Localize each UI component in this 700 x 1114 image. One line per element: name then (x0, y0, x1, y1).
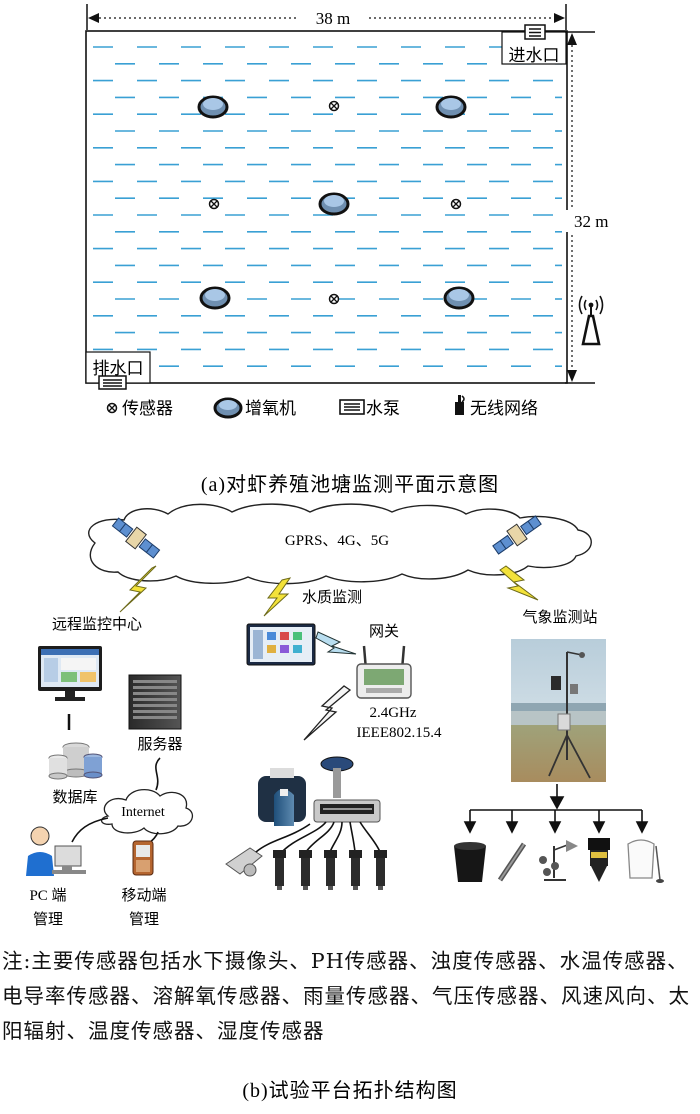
mobile-label-line1: 移动端 (121, 887, 166, 904)
mobile-label-line2: 管理 (129, 911, 159, 928)
server-rack-icon (128, 674, 182, 730)
sensor-note: 注:主要传感器包括水下摄像头、PH传感器、浊度传感器、水温传感器、电导率传感器、… (2, 949, 690, 1043)
cables (279, 821, 381, 855)
wireless-icon (455, 395, 465, 415)
lightning-icon (263, 577, 292, 617)
water-lines (93, 46, 562, 368)
database-icon (48, 742, 103, 780)
weather-station-label: 气象监测站 (522, 609, 597, 626)
lightning-icon (315, 631, 357, 655)
legend-aerator-label: 增氧机 (245, 399, 296, 418)
sensor-tree (463, 784, 649, 834)
sensor-icon (208, 198, 220, 210)
server-label: 服务器 (137, 736, 182, 753)
weather-station-photo (511, 639, 606, 782)
satellite-icon (111, 517, 161, 559)
aerator-icon (213, 397, 243, 419)
wireless-antenna-icon (578, 295, 604, 346)
pond-panel: 38 m 进水口 排水口 (85, 4, 613, 496)
gateway-label: 网关 (369, 623, 399, 640)
legend: 传感器 增氧机 水泵 无线网络 (106, 395, 538, 419)
pressure-sensor-icon (588, 838, 610, 882)
humidity-sensor-icon (627, 839, 664, 883)
pc-label-line1: PC 端 (29, 887, 66, 904)
probe-sensor-icon (324, 850, 337, 890)
probe-sensor-icon (349, 850, 362, 890)
aerator-icon (318, 192, 350, 216)
camera-icon (225, 823, 311, 877)
pc-user-icon (26, 826, 86, 876)
freq-label: 2.4GHz (369, 705, 416, 721)
height-label: 32 m (574, 212, 608, 231)
legend-pump-label: 水泵 (366, 399, 400, 418)
water-bottle-icon (258, 768, 306, 826)
lightning-icon (303, 685, 352, 741)
caption-b: (b)试验平台拓扑结构图 (242, 1079, 457, 1102)
gateway-device-icon (356, 645, 412, 699)
probe-sensor-icon (273, 850, 286, 890)
aerators (197, 95, 475, 310)
rain-gauge-icon (454, 842, 486, 882)
monitor-icon (38, 646, 102, 701)
probe-sensor-icon (374, 850, 387, 890)
mobile-phone-icon (132, 840, 154, 876)
width-dimension: 38 m (86, 4, 567, 30)
sensor-icon (328, 293, 340, 305)
sensor-icon (328, 100, 340, 112)
sensor-icon (450, 198, 462, 210)
connector-line (155, 757, 161, 791)
remote-center-label: 远程监控中心 (52, 616, 142, 633)
pc-label-line2: 管理 (33, 911, 63, 928)
sensor-icon (106, 402, 118, 414)
database-label: 数据库 (52, 789, 97, 806)
legend-wireless-label: 无线网络 (470, 399, 538, 418)
outlet-label: 排水口 (93, 359, 144, 378)
lightning-icon (119, 565, 157, 613)
outlet: 排水口 (85, 351, 151, 390)
aerator-icon (443, 286, 475, 310)
pump-icon (339, 399, 365, 415)
protocol-label: IEEE802.15.4 (357, 725, 442, 741)
height-dimension: 32 m (565, 31, 613, 384)
inlet-pump-icon (524, 24, 546, 40)
solar-buoy-icon (320, 756, 354, 798)
display-panel-icon (246, 623, 316, 666)
probe-sensor-icon (299, 850, 312, 890)
aerator-icon (435, 95, 467, 119)
inlet: 进水口 (501, 24, 567, 65)
aerator-icon (197, 95, 229, 119)
caption-a: (a)对虾养殖池塘监测平面示意图 (201, 473, 499, 496)
junction-box-icon (313, 799, 381, 823)
sensors (208, 100, 462, 305)
water-quality-label: 水质监测 (302, 589, 362, 606)
topology-panel: GPRS、4G、5G 远程监控中心 (26, 503, 664, 928)
cloud-shape: GPRS、4G、5G (88, 503, 592, 585)
internet-cloud: Internet (101, 789, 194, 835)
inlet-label: 进水口 (509, 46, 560, 65)
connector-line (71, 817, 109, 843)
aerator-icon (199, 286, 231, 310)
satellite-icon (492, 515, 542, 555)
outlet-pump-icon (98, 375, 127, 390)
wind-sensor-icon (539, 840, 578, 881)
cloud-label: GPRS、4G、5G (285, 533, 389, 549)
legend-sensor-label: 传感器 (122, 399, 173, 418)
width-label: 38 m (316, 9, 350, 28)
temperature-probe-icon (497, 842, 527, 882)
internet-label: Internet (121, 805, 165, 820)
lightning-icon (499, 565, 539, 601)
